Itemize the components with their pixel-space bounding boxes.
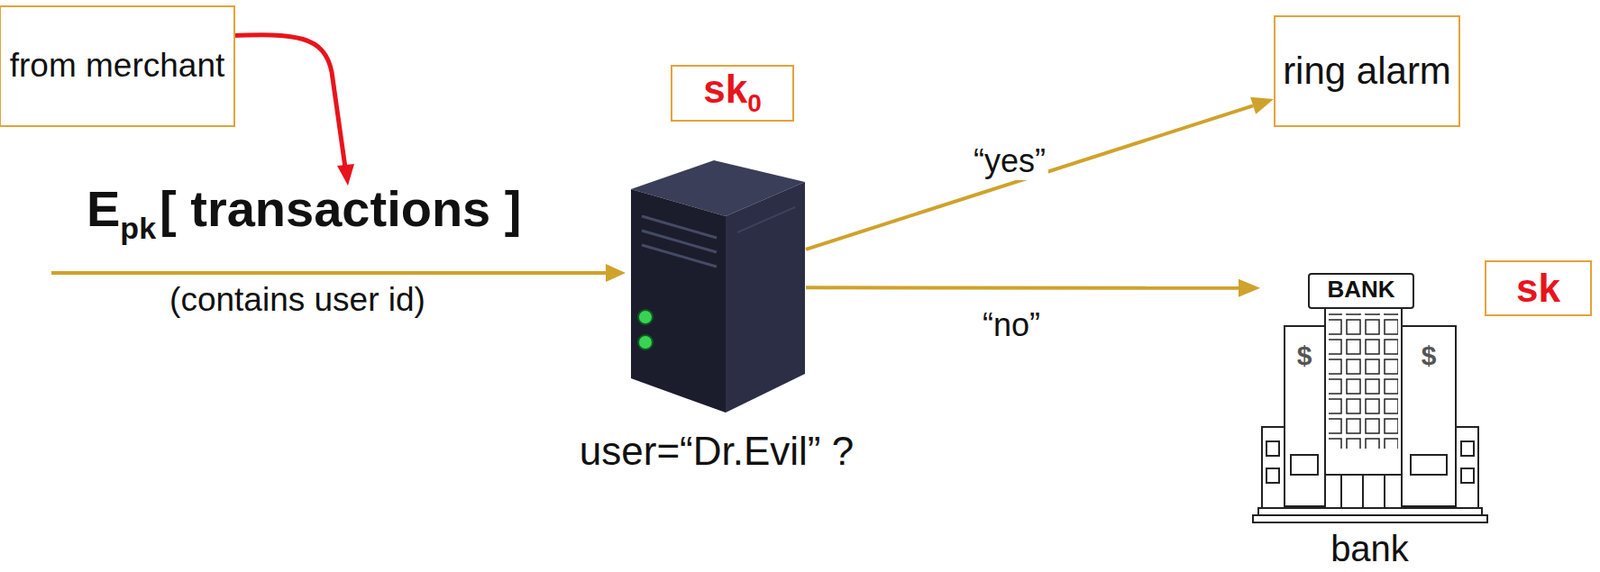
- cipher-text: E: [86, 180, 120, 238]
- node-text: sk: [703, 66, 748, 113]
- input-arrowhead: [605, 264, 626, 283]
- filter-server: user=“Dr.Evil” ?: [627, 157, 806, 413]
- bank-icon: [1252, 274, 1488, 523]
- edge-label: “no”: [979, 306, 1043, 345]
- dollar-sign: $: [1297, 340, 1313, 373]
- cipher-text: [ transactions ]: [159, 180, 522, 238]
- node-text: sk: [1516, 265, 1561, 312]
- node-text: ring alarm: [1282, 49, 1452, 93]
- input-line: [51, 271, 610, 275]
- node-text: bank: [1330, 528, 1409, 570]
- yes-arrow: [805, 105, 1253, 250]
- key-box: sk0: [670, 64, 795, 122]
- node-text: user=“Dr.Evil” ?: [579, 429, 854, 476]
- bank-node: bank: [1260, 274, 1480, 523]
- arrowhead: [1238, 279, 1261, 298]
- cipher-subscript: pk: [119, 210, 156, 247]
- cipher-label: Epk[ transactions ]: [86, 180, 522, 238]
- no-arrow: [805, 285, 1239, 290]
- key-box: sk: [1484, 260, 1592, 318]
- arrowhead: [1250, 97, 1274, 115]
- dollar-sign: $: [1421, 340, 1437, 373]
- note-text: (contains user id): [169, 281, 426, 320]
- source-note: from merchant: [0, 5, 236, 128]
- server-icon: [630, 160, 805, 413]
- node-text: from merchant: [9, 46, 226, 86]
- node-text: 0: [747, 89, 762, 119]
- edge-label: “yes”: [970, 142, 1049, 181]
- alarm-box: ring alarm: [1273, 15, 1461, 128]
- bank-sign: BANK: [1326, 276, 1395, 304]
- leader-arrow: [226, 35, 346, 168]
